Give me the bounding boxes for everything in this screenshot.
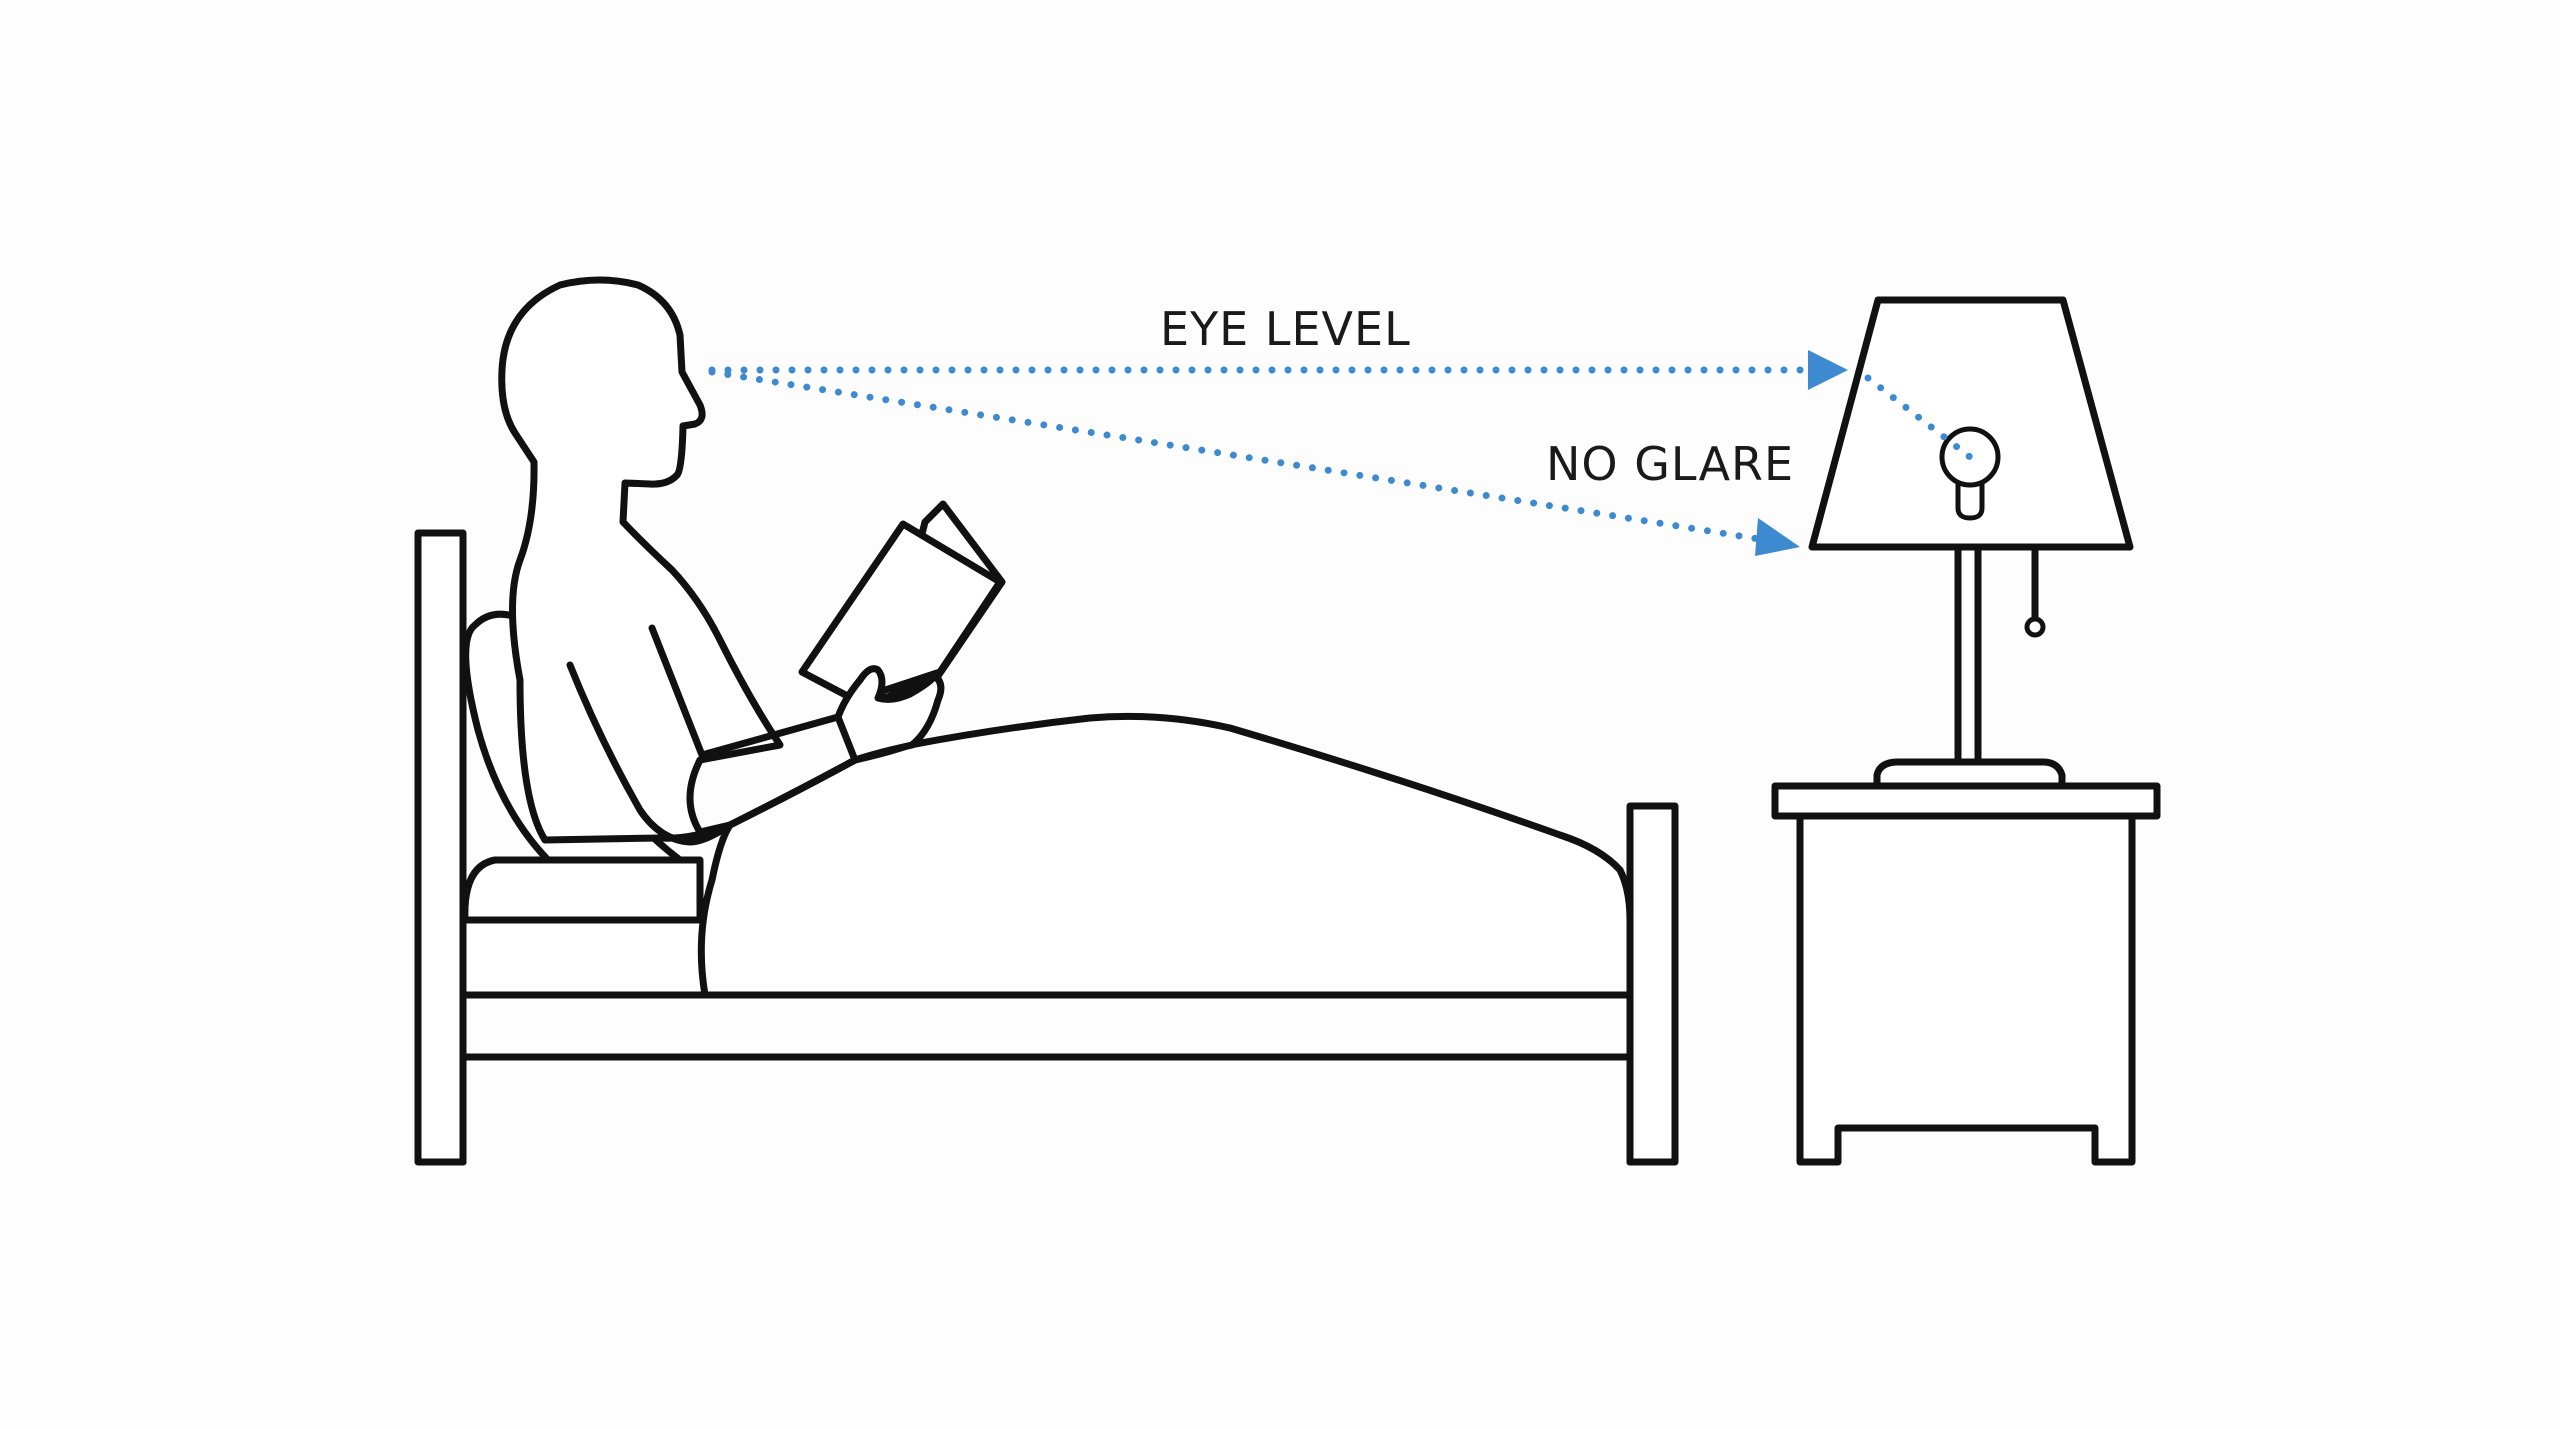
bed-footboard [1626,802,1679,1166]
book-front-cover [798,520,1004,704]
lamp [1808,296,2134,790]
eye-level-arrow-icon [1808,350,1848,390]
lamp-shade [1808,296,2134,551]
sight-lines [708,350,1974,556]
nightstand-body [1796,812,2136,1166]
book [798,500,1006,764]
shade-bulb-sightline [1864,374,1974,461]
lamp-pull-knob [2024,616,2046,638]
nightstand-top [1771,782,2161,820]
bed-headboard [414,529,467,1166]
person-arm-upper [566,661,734,846]
bed-lower-rail [459,1053,1634,1166]
no-glare-arrow-icon [1755,518,1800,556]
hand [834,665,945,764]
eye-level-label: EYE LEVEL [1160,302,1411,356]
blanket [697,712,1634,999]
person-body [498,276,784,844]
lamp-stem [1954,543,1982,766]
no-glare-sightline [708,368,1769,544]
nightstand [1771,782,2161,1166]
pillow [461,856,704,924]
no-glare-label: NO GLARE [1546,437,1794,491]
lamp-base [1873,758,2066,790]
